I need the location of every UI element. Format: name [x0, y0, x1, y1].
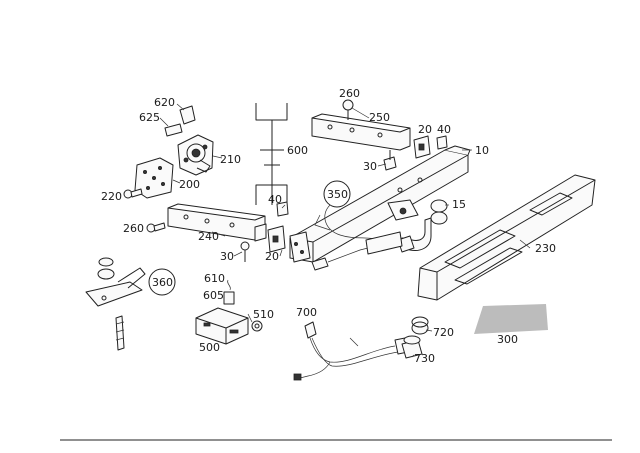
- callout-labels: 620 625 210 200 220 260 240 600 260 250 …: [101, 87, 556, 365]
- callout-40-top: 40: [437, 123, 451, 136]
- callout-620: 620: [154, 96, 175, 109]
- part-30-bolt-top: [383, 150, 397, 171]
- callout-15: 15: [452, 198, 466, 211]
- callout-30-top: 30: [363, 160, 377, 173]
- callout-730: 730: [414, 352, 435, 365]
- part-600-symbol: [255, 103, 288, 205]
- callout-300: 300: [497, 333, 518, 346]
- part-620-lever: [176, 103, 196, 125]
- callout-230: 230: [535, 242, 556, 255]
- callout-500: 500: [199, 341, 220, 354]
- callout-700: 700: [296, 306, 317, 319]
- leader-lines: [211, 107, 531, 358]
- callout-20-bottom: 20: [265, 250, 279, 263]
- callout-200: 200: [179, 178, 200, 191]
- callout-260-top: 260: [339, 87, 360, 100]
- part-30-bolt-bottom: [240, 241, 250, 262]
- callout-210: 210: [220, 153, 241, 166]
- callout-605: 605: [203, 289, 224, 302]
- part-360-bracket: [85, 257, 146, 351]
- part-610-clip: [227, 279, 231, 291]
- callout-610: 610: [204, 272, 225, 285]
- part-20-bracket-bottom: [267, 225, 286, 253]
- callout-40-bottom: 40: [268, 193, 282, 206]
- part-end-plate: [289, 231, 311, 263]
- part-15-ball-neck: [365, 199, 448, 255]
- callout-360: 360: [152, 276, 173, 289]
- callout-250: 250: [369, 111, 390, 124]
- part-40-washer-top: [436, 135, 448, 150]
- part-625-pin: [159, 117, 183, 137]
- part-200-plate: [134, 157, 181, 199]
- callout-240: 240: [198, 230, 219, 243]
- part-605-connector: [223, 291, 235, 305]
- part-250-side-member: [311, 113, 411, 151]
- callout-20-top: 20: [418, 123, 432, 136]
- callout-circle-350: [323, 180, 351, 208]
- callout-30-bottom: 30: [220, 250, 234, 263]
- part-500-module: [195, 307, 249, 345]
- callout-350: 350: [327, 188, 348, 201]
- part-220-bolt: [123, 188, 143, 199]
- part-230-bumper: [417, 174, 596, 301]
- part-730-socket: [401, 335, 423, 359]
- part-210-hitch-head: [177, 134, 223, 176]
- callout-260-left: 260: [123, 222, 144, 235]
- part-40-washer-bottom: [276, 201, 289, 217]
- callout-510: 510: [253, 308, 274, 321]
- part-260-bolt-left: [146, 222, 166, 233]
- part-300-label: [474, 304, 548, 334]
- callout-220: 220: [101, 190, 122, 203]
- part-720-socket-cap: [411, 316, 429, 335]
- callout-circle-360: [148, 268, 176, 296]
- callout-625: 625: [139, 111, 160, 124]
- callout-720: 720: [433, 326, 454, 339]
- part-240-side-member: [167, 203, 267, 242]
- part-260-bolt-top: [342, 99, 354, 120]
- part-510-grommet: [251, 320, 263, 332]
- part-700-harness: [293, 321, 409, 381]
- callout-600: 600: [287, 144, 308, 157]
- callout-10: 10: [475, 144, 489, 157]
- part-20-bracket-top: [413, 135, 431, 159]
